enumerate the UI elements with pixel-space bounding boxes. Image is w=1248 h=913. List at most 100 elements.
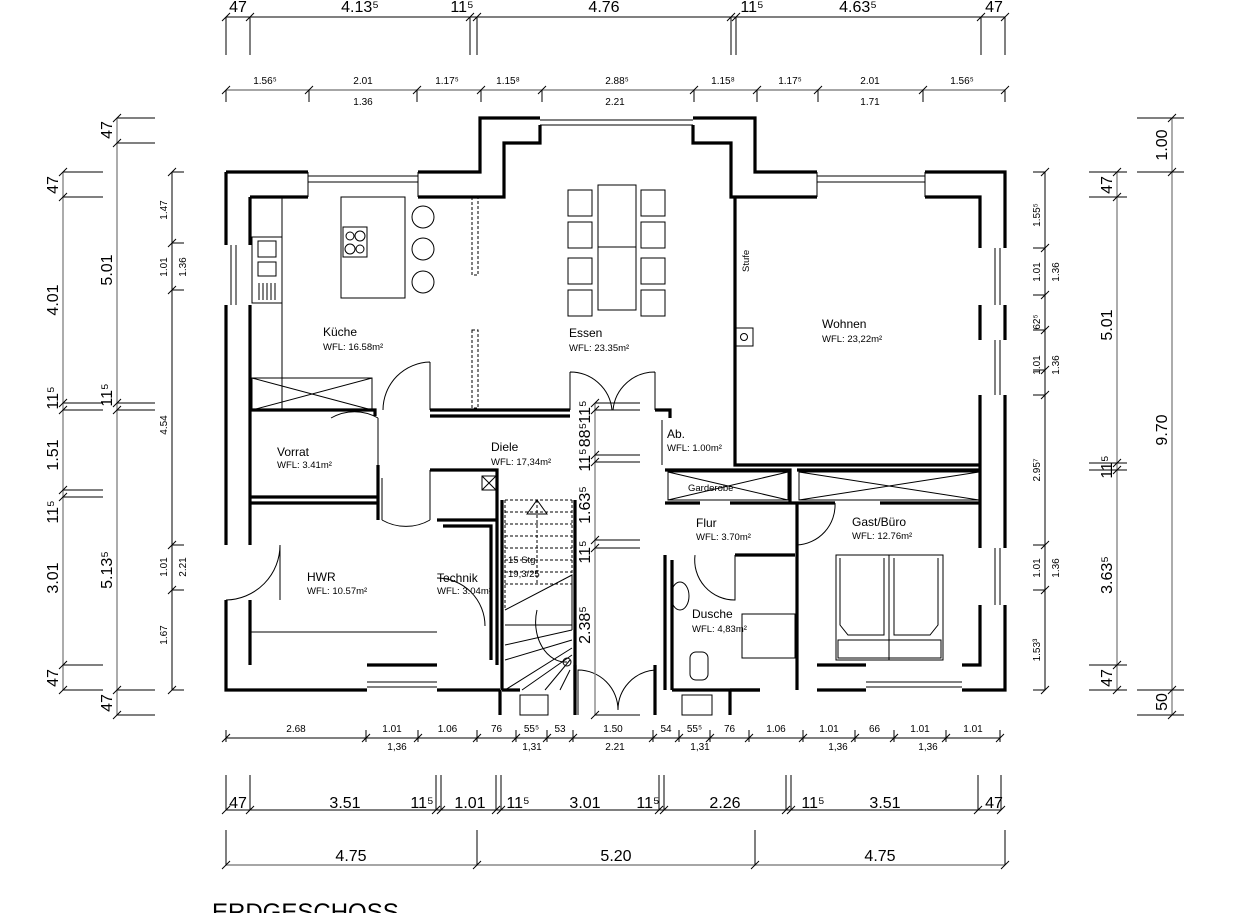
room-name-kueche: Küche [323, 325, 357, 339]
dimension-label: 1.51 [45, 439, 62, 470]
dimension-label: 1.01 [963, 724, 983, 735]
room-area-technik: WFL: 3.04m² [437, 586, 492, 597]
dimension-label: 47 [229, 0, 247, 16]
dimension-label: 1.06 [438, 724, 458, 735]
dimension-label: 3.63⁵ [1099, 556, 1116, 594]
dimension-label: 4.76 [588, 0, 619, 16]
dimension-label: 1.53³ [1032, 638, 1043, 661]
dimension-sublabel: 1,36 [828, 742, 848, 753]
shower [741, 613, 796, 659]
dimension-label: 11⁵ [577, 448, 594, 471]
dimension-label: 3.01 [45, 562, 62, 593]
dimension-label: 1.15⁸ [496, 76, 520, 87]
dimension-label: 11⁵ [45, 386, 62, 409]
dimension-label: 1.01 [1032, 355, 1043, 375]
dimension-sublabel: 1,31 [690, 742, 710, 753]
dimension-label: 47 [229, 795, 247, 812]
dimension-label: 1.55⁵ [1032, 203, 1043, 227]
dimension-sublabel: 1,31 [522, 742, 542, 753]
dimension-sublabel: 2.21 [605, 742, 625, 753]
room-area-essen: WFL: 23.35m² [569, 343, 629, 354]
stairs-steps-label: 15 Stg. [508, 555, 538, 566]
dimension-label: 11⁵ [410, 795, 433, 812]
dimension-label: 2.88⁵ [605, 76, 629, 87]
dimension-label: 1.56⁵ [950, 76, 974, 87]
dimension-label: 4.75 [864, 848, 895, 865]
dimension-label: 11⁵ [99, 383, 116, 406]
dimension-label: 47 [99, 121, 116, 139]
dimension-label: 47 [1099, 176, 1116, 194]
dimension-label: 3.01 [569, 795, 600, 812]
dimension-label: 9.70 [1154, 414, 1171, 445]
dimension-label: 3.51 [329, 795, 360, 812]
room-area-wohnen: WFL: 23,22m² [822, 334, 882, 345]
dimension-label: 47 [45, 176, 62, 194]
step-label: Stufe [741, 250, 752, 272]
dimension-label: 2.38⁵ [577, 606, 594, 644]
floor-title: ERDGESCHOSS [212, 899, 399, 913]
dimension-label: 1.01 [819, 724, 839, 735]
room-name-hwr: HWR [307, 570, 336, 584]
dimension-label: 2.95⁷ [1032, 458, 1043, 481]
room-area-ab: WFL: 1.00m² [667, 443, 722, 454]
dimension-sublabel: 2.21 [605, 97, 625, 108]
room-name-essen: Essen [569, 326, 602, 340]
dimension-label: 1.36 [178, 257, 189, 277]
dimension-sublabel: 1,36 [387, 742, 407, 753]
kitchen-island [340, 196, 406, 299]
dimension-label: 1.63⁵ [577, 486, 594, 524]
staircase [504, 499, 573, 691]
dimension-label: 2.68 [286, 724, 306, 735]
bar-stool [411, 205, 435, 229]
dimension-label: 11⁵ [740, 0, 763, 16]
dimension-label: 1.36 [1051, 262, 1062, 282]
dimension-label: 53 [554, 724, 566, 735]
dimension-label: 1.67 [159, 625, 170, 645]
room-area-dusche: WFL: 4,83m² [692, 624, 747, 635]
dimension-label: 2.01 [860, 76, 880, 87]
dimension-label: 54 [660, 724, 672, 735]
kitchen-cabinet [251, 377, 373, 411]
stairs-ratio-label: 19,3/25 [508, 569, 540, 580]
dimension-label: 50 [1154, 693, 1171, 711]
room-name-technik: Technik [437, 571, 479, 585]
dimension-label: 47 [985, 0, 1003, 16]
dimension-label: 1.17⁵ [778, 76, 802, 87]
room-labels: Küche WFL: 16.58m² Essen WFL: 23.35m² Wo… [277, 250, 912, 635]
dimension-label: 4.01 [45, 284, 62, 315]
dimension-label: 1.15⁸ [711, 76, 735, 87]
dimension-label: 1.01 [910, 724, 930, 735]
dimension-label: 1.01 [382, 724, 402, 735]
furniture [251, 184, 980, 691]
room-name-dusche: Dusche [692, 607, 733, 621]
room-name-ab: Ab. [667, 427, 685, 441]
room-name-diele: Diele [491, 440, 519, 454]
garderobe-cabinet [667, 471, 789, 501]
dimension-label: 2.01 [353, 76, 373, 87]
dimension-label: 1.56⁵ [253, 76, 277, 87]
dimension-label: 2.21 [178, 557, 189, 577]
dimension-label: 3.51 [869, 795, 900, 812]
dimension-label: 11⁵ [1099, 455, 1116, 478]
room-area-kueche: WFL: 16.58m² [323, 342, 383, 353]
dimension-label: 11⁵ [577, 400, 594, 423]
room-area-hwr: WFL: 10.57m² [307, 586, 367, 597]
interior-walls [250, 197, 980, 692]
dimension-label: 5.01 [99, 254, 116, 285]
dimension-label: 1.17⁵ [435, 76, 459, 87]
dimension-label: 1.01 [159, 257, 170, 277]
dimension-sublabel: 1,36 [918, 742, 938, 753]
dimension-label: 4.13⁵ [341, 0, 379, 16]
room-name-wohnen: Wohnen [822, 317, 866, 331]
dimension-label: 11⁵ [450, 0, 473, 16]
dimension-label: 47 [45, 669, 62, 687]
dimension-label: 5.13⁵ [99, 551, 116, 589]
room-name-vorrat: Vorrat [277, 445, 310, 459]
dimension-label: 11⁵ [45, 500, 62, 523]
dimension-label: 4.54 [159, 415, 170, 435]
door-swings [225, 361, 836, 715]
dimension-label: 11⁵ [801, 795, 824, 812]
room-area-vorrat: WFL: 3.41m² [277, 460, 332, 471]
